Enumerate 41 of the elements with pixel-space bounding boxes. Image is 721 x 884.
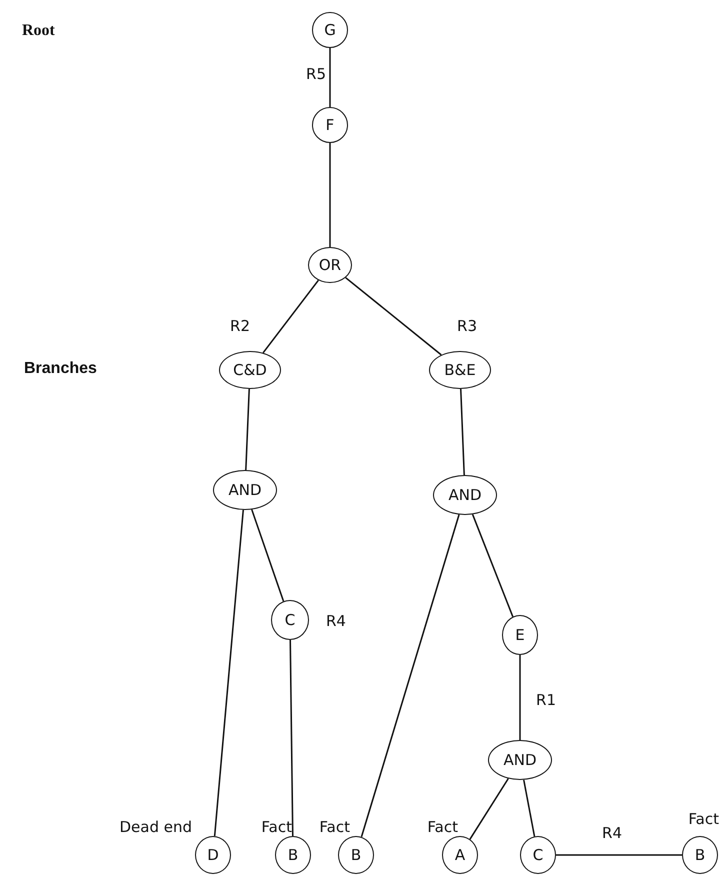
node-annotation: R4 (326, 613, 346, 630)
ellipse-node: C&D (219, 351, 281, 389)
connector-line (245, 388, 250, 470)
connector-line (251, 509, 284, 602)
connector-line (345, 277, 442, 356)
ellipse-node: B&E (429, 351, 491, 389)
connector-line (360, 514, 460, 838)
connector-line (523, 780, 536, 836)
node-annotation: Fact (319, 819, 350, 836)
edge-label: R3 (456, 318, 478, 334)
section-heading: Root (22, 22, 55, 40)
connector-line (329, 48, 331, 107)
node-annotation: Fact (427, 819, 458, 836)
circle-node: C (271, 600, 309, 640)
circle-node: B (682, 836, 718, 874)
node-annotation: Fact (261, 819, 292, 836)
connector-line (556, 854, 682, 856)
ellipse-node: AND (433, 475, 497, 515)
connector-line (290, 640, 294, 836)
connector-line (262, 280, 319, 354)
node-annotation: Dead end (119, 819, 192, 836)
circle-node: G (312, 12, 348, 48)
circle-node: D (195, 836, 231, 874)
connector-line (460, 388, 465, 476)
ellipse-node: OR (308, 247, 352, 283)
circle-node: F (312, 107, 348, 143)
section-heading: Branches (24, 360, 97, 378)
ellipse-node: AND (213, 470, 277, 510)
circle-node: B (275, 836, 311, 874)
connector-line (214, 510, 244, 836)
circle-node: B (338, 836, 374, 874)
circle-node: C (520, 836, 556, 874)
circle-node: E (502, 615, 538, 655)
ellipse-node: AND (488, 740, 552, 780)
connector-line (469, 778, 509, 840)
node-annotation: Fact (688, 811, 719, 828)
circle-node: A (442, 836, 478, 874)
connector-line (472, 514, 514, 617)
connector-line (519, 655, 521, 740)
edge-label: R5 (305, 66, 327, 82)
connector-line (329, 143, 331, 247)
